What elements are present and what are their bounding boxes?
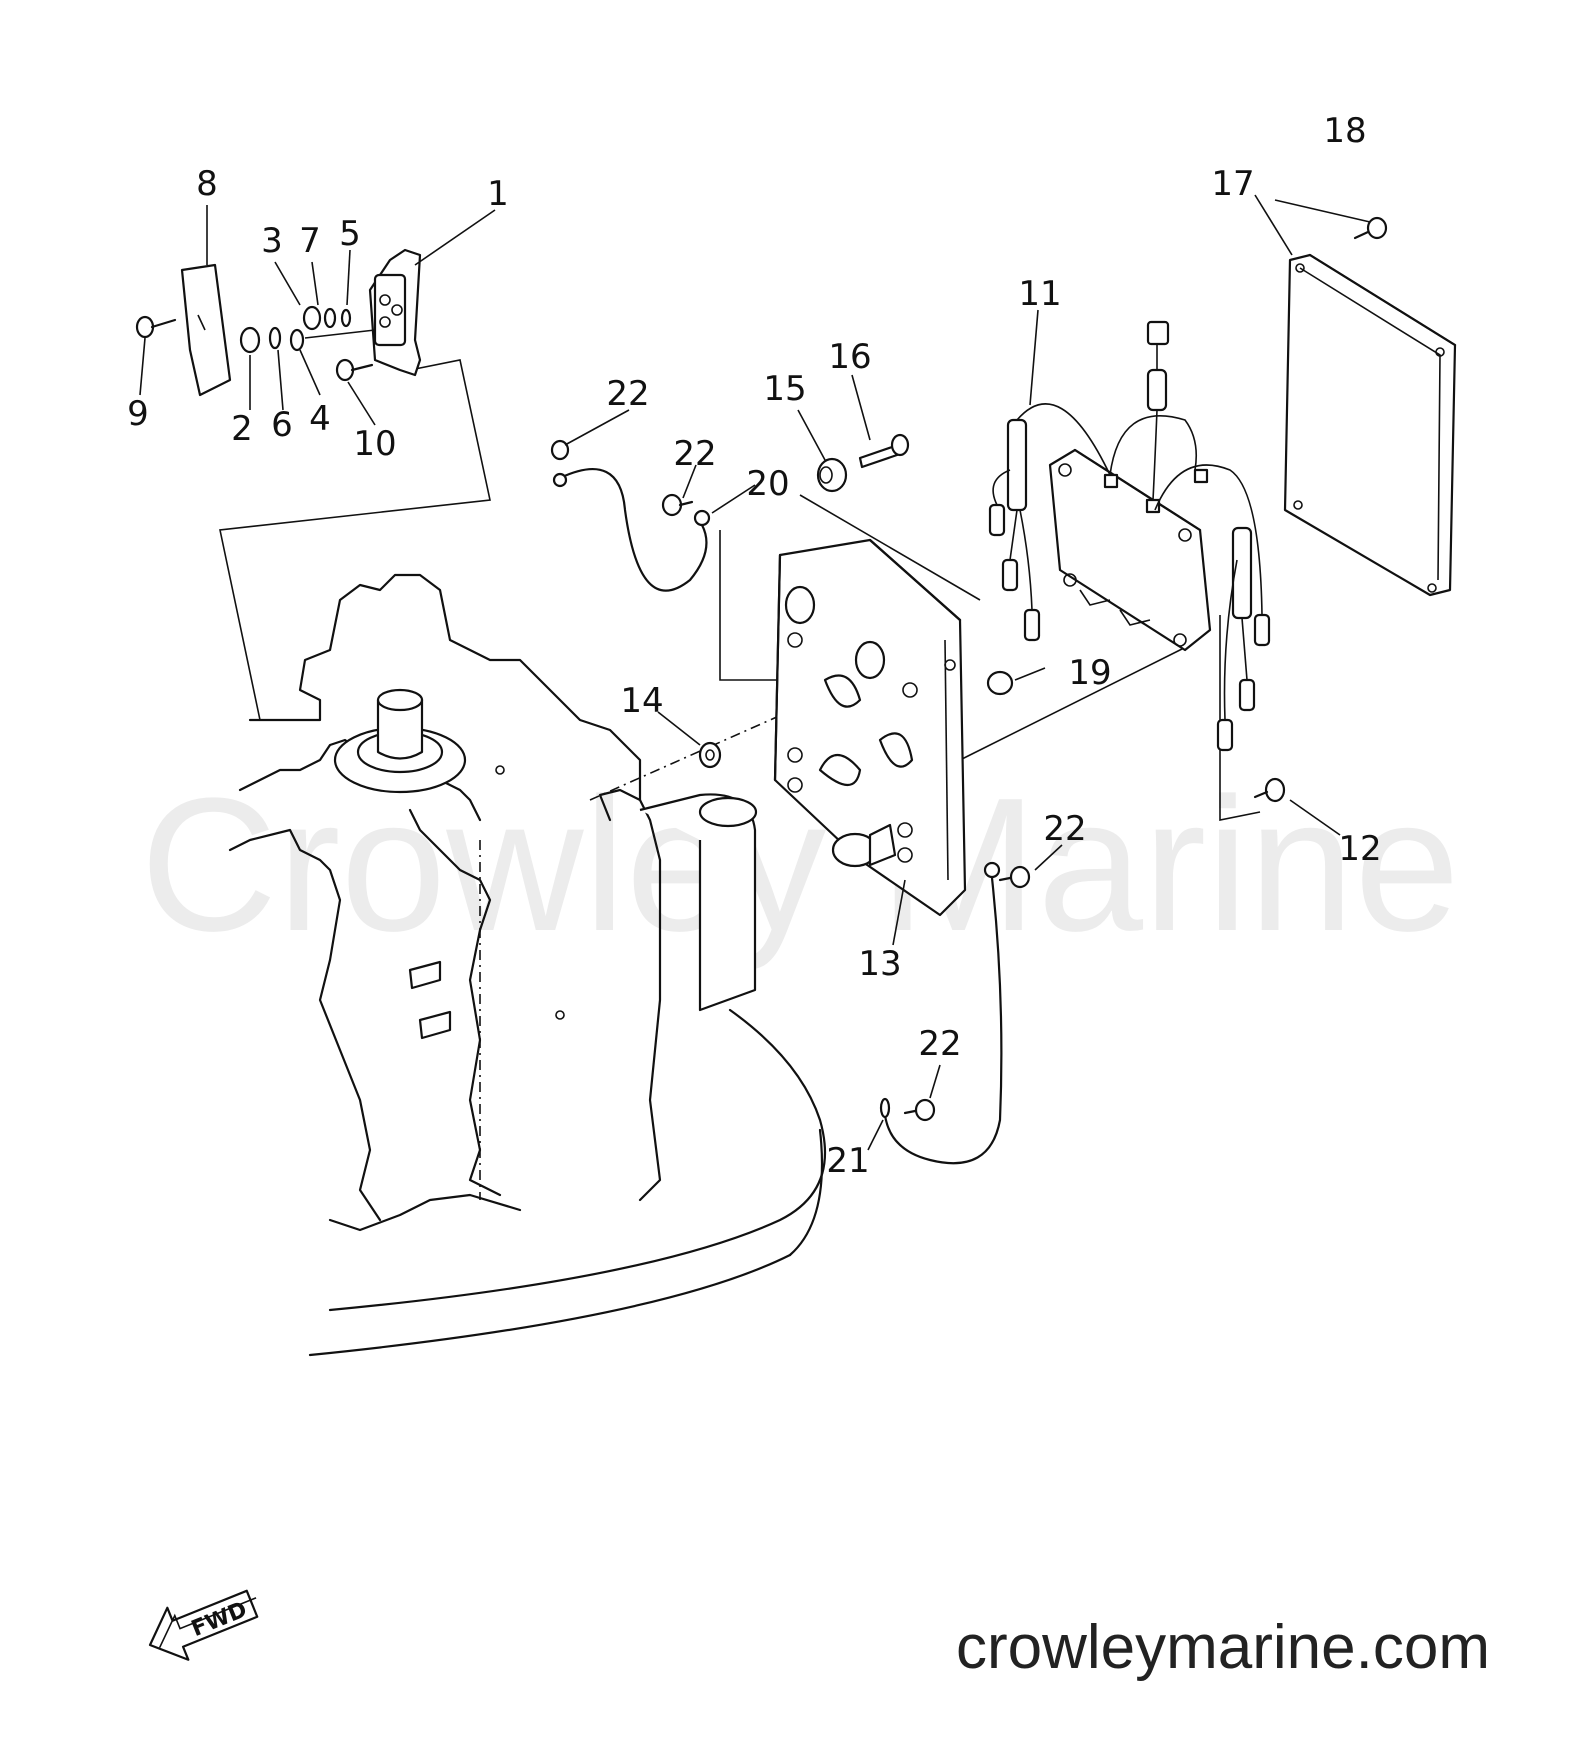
callout-17: 17: [1211, 164, 1254, 204]
callout-22-right: 22: [1043, 809, 1086, 849]
part-11-cdi-unit: [988, 320, 1271, 752]
part-17-cover: [1283, 253, 1457, 597]
callout-22-mid: 22: [673, 434, 716, 474]
part-16-bolt: [858, 433, 910, 469]
part-15-collar: [816, 457, 848, 493]
callout-22-bottom: 22: [918, 1024, 961, 1064]
callout-3: 3: [261, 221, 283, 261]
part-21-ground-lead: [879, 861, 1003, 1165]
callout-7: 7: [299, 221, 321, 261]
leader-lines: [139, 194, 1371, 1151]
callout-21: 21: [826, 1141, 869, 1181]
callout-1: 1: [487, 174, 509, 214]
callout-4: 4: [309, 399, 331, 439]
callout-10: 10: [353, 424, 396, 464]
callout-20: 20: [746, 464, 789, 504]
lower-cowling-outline: [308, 1008, 827, 1357]
callout-2: 2: [231, 409, 253, 449]
callout-9: 9: [127, 394, 149, 434]
part-12-bolt: [1253, 777, 1286, 803]
washers-and-nuts: [239, 305, 376, 354]
callout-19: 19: [1068, 653, 1111, 693]
part-13-mounting-plate: [773, 538, 967, 917]
part-19-plug: [986, 670, 1014, 696]
callout-18: 18: [1323, 111, 1366, 151]
callout-22-top: 22: [606, 374, 649, 414]
website-text: crowleymarine.com: [956, 1613, 1490, 1682]
callout-12: 12: [1338, 829, 1381, 869]
bolts-22: [661, 493, 1031, 1122]
part-20-ground-lead: [550, 439, 711, 592]
engine-block: [228, 573, 758, 1232]
part-8-bracket: [180, 263, 232, 397]
callout-8: 8: [196, 164, 218, 204]
fwd-direction-arrow: FWD: [148, 1589, 259, 1661]
callout-16: 16: [828, 337, 871, 377]
part-1-pulser-coil: [368, 248, 422, 377]
callout-labels: 1 2 3 4 5 6 7 8 9 10 11 12 13 14 15 16 1…: [127, 111, 1381, 1181]
callout-6: 6: [271, 405, 293, 445]
part-14-grommet: [698, 741, 722, 769]
callout-15: 15: [763, 369, 806, 409]
callout-5: 5: [339, 214, 361, 254]
callout-13: 13: [858, 944, 901, 984]
alignment-lines: [219, 359, 1261, 821]
part-18-bolt: [1353, 216, 1388, 240]
callout-11: 11: [1018, 274, 1061, 314]
screws-9-10: [135, 315, 374, 382]
callout-14: 14: [620, 681, 663, 721]
